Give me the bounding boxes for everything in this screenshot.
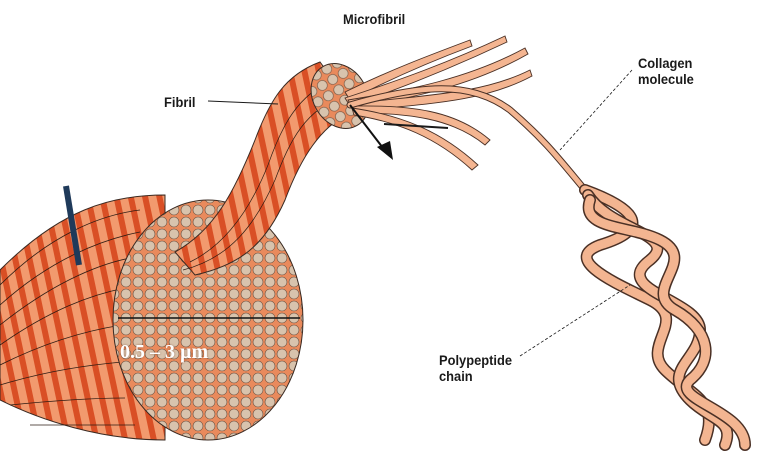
triple-helix [585, 190, 745, 445]
polypeptide-label-line2: chain [439, 368, 512, 384]
microfibril-label: Microfibril [343, 11, 405, 27]
polypeptide-leader [520, 285, 630, 356]
collagen-label-line2: molecule [638, 71, 694, 87]
polypeptide-label-line1: Polypeptide [439, 352, 512, 368]
polypeptide-chain-label: Polypeptide chain [439, 352, 512, 384]
collagen-label-line1: Collagen [638, 55, 694, 71]
fibril-leader [208, 101, 278, 104]
collagen-molecule-label: Collagen molecule [638, 55, 694, 87]
fiber-diameter-label: 0.5 – 3 µm [120, 341, 208, 364]
fibril-label: Fibril [164, 94, 195, 110]
collagen-leader [560, 70, 632, 150]
